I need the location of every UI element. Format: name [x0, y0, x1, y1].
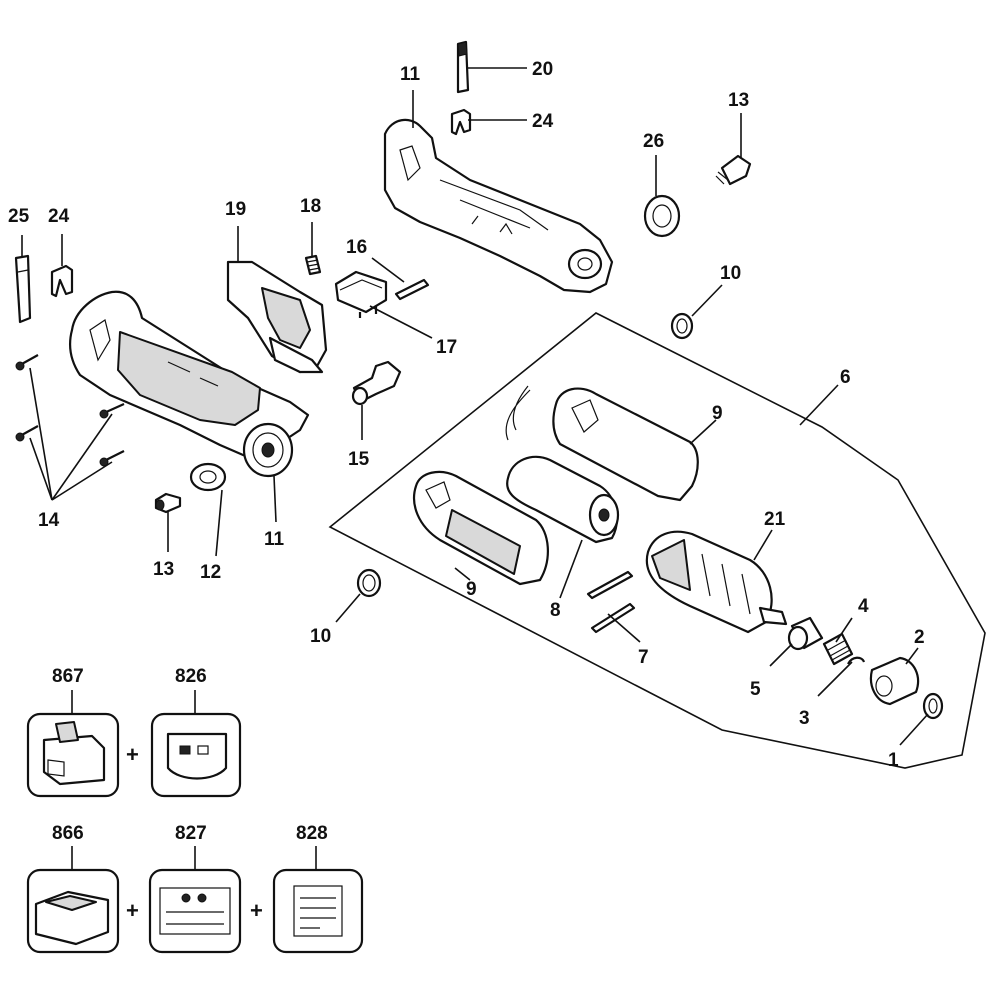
callout-19: 19: [225, 199, 246, 220]
kit-867-label: 867: [52, 666, 84, 687]
callout-10-top: 10: [720, 263, 741, 284]
callout-14: 14: [38, 510, 60, 531]
screw-set: [15, 354, 125, 467]
plus-sign-2: +: [126, 898, 139, 923]
callout-1: 1: [888, 750, 899, 771]
callout-2: 2: [914, 627, 925, 648]
callout-9-upper: 9: [712, 403, 723, 424]
callout-4: 4: [858, 596, 869, 617]
washer-26: [643, 194, 681, 238]
callout-labels: 25 24 19 18 16 17 15 11 20 24 26 13 10 6…: [8, 59, 925, 771]
callout-3: 3: [799, 708, 810, 729]
kit-866-label: 866: [52, 823, 84, 844]
callout-21: 21: [764, 509, 786, 530]
motor: [505, 385, 620, 544]
callout-25: 25: [8, 206, 30, 227]
housing-half-right: [383, 118, 614, 294]
callout-6: 6: [840, 367, 851, 388]
callout-26: 26: [643, 131, 664, 152]
callout-17: 17: [436, 337, 457, 358]
o-ring-1: [922, 692, 944, 720]
callout-13-left: 13: [153, 559, 174, 580]
bearing: [787, 616, 824, 651]
housing-half-left: [69, 290, 310, 478]
callout-18: 18: [300, 196, 321, 217]
pins: [586, 570, 636, 634]
screw-13-left: [154, 492, 182, 514]
motor-assembly-group-outline: [328, 312, 986, 769]
kit-828-label: 828: [296, 823, 328, 844]
bit-holder-left: [14, 254, 32, 324]
callout-16: 16: [346, 237, 367, 258]
charger-label-box: [148, 868, 242, 954]
motor-cover-upper: [552, 387, 699, 502]
o-ring-left: [356, 568, 382, 598]
callout-11-left: 11: [264, 529, 285, 550]
switch-assembly: [226, 260, 328, 374]
spring: [304, 254, 322, 276]
callout-9-lower: 9: [466, 579, 477, 600]
plus-sign-1: +: [126, 742, 139, 767]
accessory-kits: 867 + 826 866 + 827 + 828: [26, 666, 364, 954]
coil-spring: [822, 632, 854, 666]
kit-826-label: 826: [175, 666, 207, 687]
screw-13-right: [715, 154, 752, 186]
charger-info-label-box: [272, 868, 364, 954]
callout-10-left: 10: [310, 626, 331, 647]
pivot-pin: [394, 278, 430, 301]
gearbox-housing: [645, 530, 788, 634]
trigger-button: [334, 270, 388, 318]
kit-827-label: 827: [175, 823, 207, 844]
lock-lever: [351, 360, 402, 406]
washer-left: [189, 462, 227, 492]
callout-20: 20: [532, 59, 553, 80]
callout-8: 8: [550, 600, 561, 621]
motor-cover-lower: [412, 470, 549, 586]
callout-11-top: 11: [400, 64, 421, 85]
bit-top: [456, 40, 470, 94]
leader-lines: [21, 67, 929, 746]
plus-sign-3: +: [250, 898, 263, 923]
callout-12: 12: [200, 562, 221, 583]
callout-24-top: 24: [532, 111, 554, 132]
spring-clip-left: [50, 264, 74, 298]
callout-7: 7: [638, 647, 649, 668]
callout-24-left: 24: [48, 206, 70, 227]
spring-clip-top: [450, 108, 472, 136]
callout-5: 5: [750, 679, 761, 700]
callout-13-top: 13: [728, 90, 749, 111]
chuck-collar: [869, 656, 920, 706]
callout-15: 15: [348, 449, 370, 470]
o-ring-right: [670, 312, 694, 340]
